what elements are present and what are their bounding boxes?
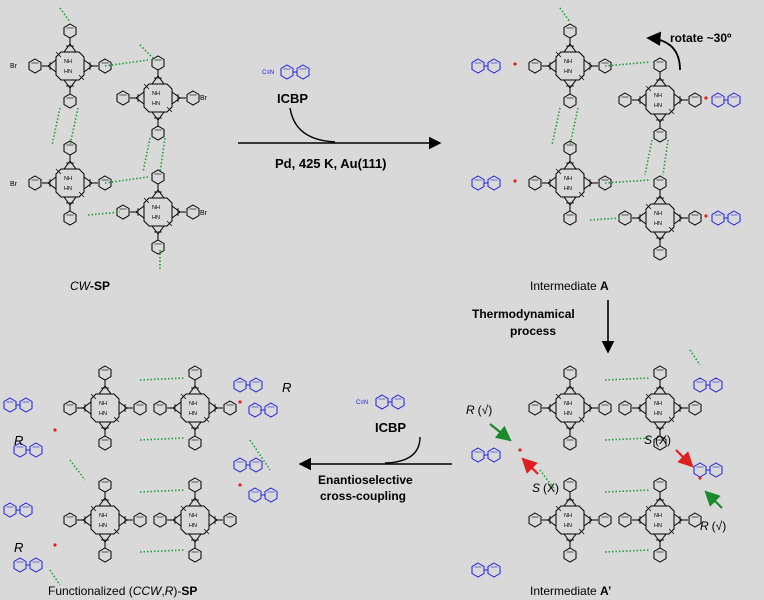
thermo-label-line1: Thermodynamical (472, 307, 575, 321)
r-check-right: R(√) (700, 519, 726, 533)
r-label-left-lower: R (14, 540, 23, 555)
s-cross-left: S(X) (532, 481, 559, 495)
conditions-label: Pd, 425 K, Au(111) (275, 156, 387, 171)
isocyanide-label: C≡N (356, 400, 368, 406)
thermo-label-line2: process (510, 324, 556, 338)
intermediate-a-prime-structure (472, 349, 722, 577)
reagent-curve-bottom (384, 436, 421, 464)
enantio-label-line1: Enantioselective (318, 473, 413, 487)
br-label: Br (10, 63, 18, 70)
icbp-label-top: ICBP (277, 91, 308, 106)
intermediate-a-label: Intermediate A (530, 279, 609, 293)
r-label-left-upper: R (14, 433, 23, 448)
red-arrow-left (521, 457, 539, 475)
functionalized-sp-structure (4, 366, 277, 586)
icbp-reagent-top: C≡N (262, 65, 309, 79)
rotate-arrow (646, 31, 681, 71)
intermediate-a-prime-label: Intermediate A’ (530, 584, 611, 598)
functionalized-sp-label: Functionalized (CCW,R)-SP (48, 584, 197, 598)
cw-sp-structure: Br Br Br Br (10, 7, 208, 270)
isocyanide-label: C≡N (262, 70, 274, 76)
green-arrow-left (489, 423, 512, 442)
enantio-label-line2: cross-coupling (320, 489, 406, 503)
hydrogen-bonds (51, 7, 166, 270)
red-arrow-right (675, 449, 694, 468)
icbp-label-bottom: ICBP (375, 420, 406, 435)
rotate-label: rotate ~30º (670, 31, 732, 45)
r-label-top-right: R (282, 380, 291, 395)
s-cross-right: S(X) (644, 433, 671, 447)
green-arrow-right (704, 490, 723, 509)
cw-sp-label: CW-SP (70, 279, 110, 293)
intermediate-a-structure (472, 7, 740, 260)
br-label: Br (10, 181, 18, 188)
hydrogen-bonds (49, 377, 271, 586)
br-label: Br (200, 210, 208, 217)
r-check-left: R(√) (466, 403, 492, 417)
icbp-reagent-bottom: C≡N (356, 395, 404, 409)
reagent-curve (289, 107, 336, 143)
hydrogen-bonds (539, 349, 701, 553)
hydrogen-bonds (551, 7, 669, 221)
br-label: Br (200, 95, 208, 102)
